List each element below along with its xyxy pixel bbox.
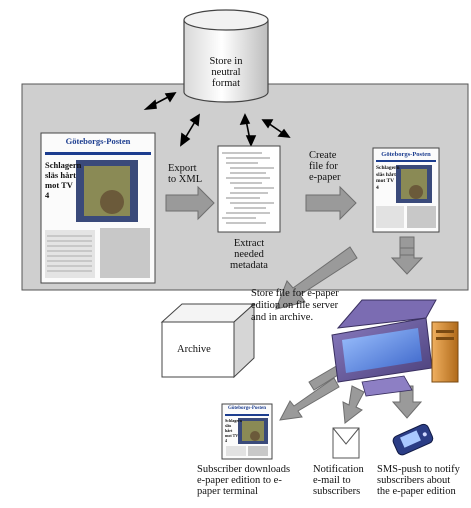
store-connectors [143,92,291,147]
store-connector-4 [261,119,291,138]
epaper-masthead: Göteborgs-Posten [381,151,431,158]
export-label: Export to XML [168,163,203,185]
arrow-to-archive [275,246,358,310]
extract-label: Extract needed metadata [230,238,268,271]
download-masthead: Göteborgs-Posten [227,406,267,411]
arrow-export [165,185,215,221]
archive-box [160,302,256,379]
sms-label: SMS-push to notify subscribers about the… [377,464,460,497]
archive-label: Archive [177,344,211,355]
create-label: Create file for e-paper [309,150,341,183]
flow-arrows [165,185,424,424]
notification-label: Notification e-mail to subscribers [313,464,364,497]
epaper-headline: Schlagern släs hårt mot TV 4 [376,165,400,191]
store-label: Store in neutral format [209,56,243,89]
arrow-to-email [342,385,365,424]
download-label: Subscriber downloads e-paper edition to … [197,464,291,497]
store-connector-2 [180,113,200,147]
source-masthead: Göteborgs-Posten [65,136,131,146]
computer-icon [331,299,459,397]
downloaded-epaper-thumbnail [221,403,273,460]
source-headline: Schlagern släs hårt mot TV 4 [45,160,82,200]
arrow-create [305,185,357,221]
source-newspaper [40,132,156,284]
store-connector-3 [239,113,257,147]
envelope-icon [332,427,360,459]
epaper-page [372,147,440,233]
download-headline: Schlagern släs hårt mot TV 4 [225,418,243,443]
arrow-to-sms [391,385,423,419]
arrow-to-download [279,377,340,421]
mobile-phone-icon [392,423,434,456]
xml-document [217,145,281,233]
store-file-label: Store file for e-paper edition on file s… [251,288,339,323]
arrow-down-computer [399,247,415,256]
store-cylinder [183,9,269,103]
store-connector-1 [143,92,177,111]
